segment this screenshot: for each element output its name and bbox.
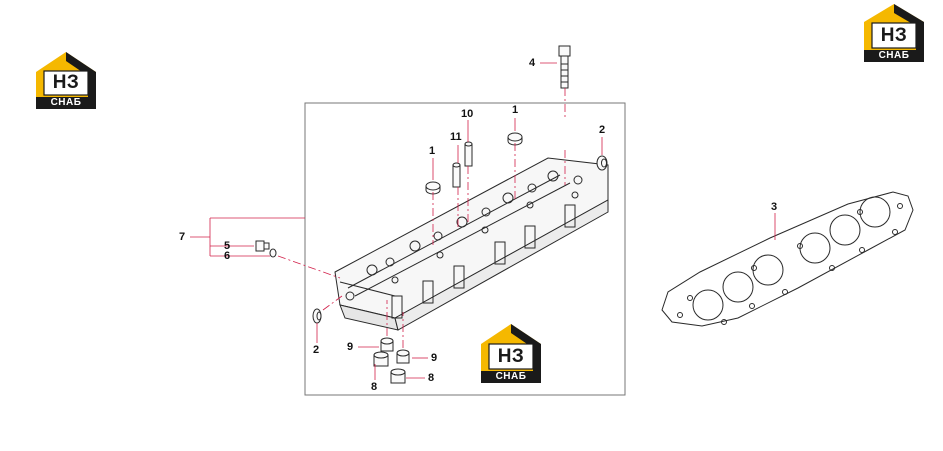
- callout-9b: 9: [431, 352, 438, 364]
- valve-guide-part-11: [452, 162, 461, 188]
- callout-8b: 8: [428, 372, 435, 384]
- washer-part-6: [269, 248, 277, 258]
- callout-8a: 8: [371, 381, 378, 393]
- logo-caption: СНАБ: [878, 50, 910, 61]
- seal-part-2a: [312, 308, 322, 324]
- callout-11: 11: [450, 131, 462, 143]
- callout-4: 4: [529, 57, 536, 69]
- plug-part-1a: [425, 181, 441, 195]
- callout-2b: 2: [599, 124, 606, 136]
- logo-letters: НЗ: [880, 25, 908, 46]
- leader-lines: [190, 62, 776, 380]
- callout-6: 6: [224, 250, 231, 262]
- callout-9a: 9: [347, 341, 354, 353]
- callout-1b: 1: [512, 104, 519, 116]
- logo-letters: НЗ: [52, 72, 80, 93]
- seat-part-8b: [390, 368, 406, 384]
- bolt-part-4: [558, 45, 571, 89]
- screw-plug-part-5: [255, 240, 270, 252]
- callout-2a: 2: [313, 344, 320, 356]
- callout-5: 5: [224, 240, 231, 252]
- cylinder-head: [334, 157, 609, 331]
- head-gasket-part-3: [661, 191, 914, 327]
- logo-right: НЗ СНАБ: [872, 23, 916, 62]
- logo-caption: СНАБ: [50, 97, 82, 108]
- assembly-frame: [304, 102, 626, 396]
- logo-letters: НЗ: [497, 346, 525, 367]
- cap-part-9a: [380, 337, 394, 352]
- logo-caption: СНАБ: [495, 371, 527, 382]
- logo-icon-right: [864, 4, 924, 62]
- seal-part-2b: [596, 155, 608, 171]
- logo-left: НЗ СНАБ: [44, 71, 88, 109]
- valve-guide-part-10: [464, 141, 473, 167]
- cap-part-9b: [396, 349, 410, 364]
- callout-7: 7: [179, 231, 186, 243]
- logo-icon-center: [481, 324, 541, 383]
- seat-part-8a: [373, 351, 389, 367]
- callout-3: 3: [771, 201, 778, 213]
- callout-10: 10: [461, 108, 474, 120]
- callout-1a: 1: [429, 145, 436, 157]
- logo-icon-left: [36, 52, 96, 109]
- logo-center: НЗ СНАБ: [489, 344, 533, 383]
